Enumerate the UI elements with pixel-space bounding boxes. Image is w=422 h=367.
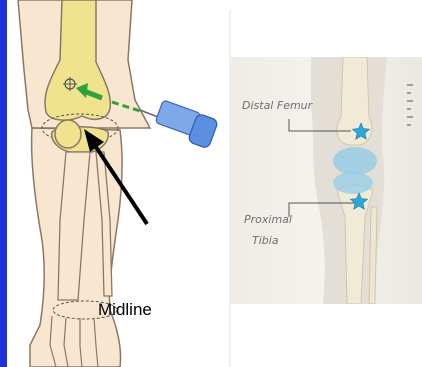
fibula-render: [369, 207, 377, 304]
ruler-scale: [407, 85, 413, 125]
distal-femur-label: Distal Femur: [242, 99, 312, 112]
anatomy-photo-panel: [231, 57, 422, 304]
proximal-tibia-label-line2: Tibia: [252, 234, 279, 247]
patella: [55, 120, 81, 148]
cartilage-upper: [333, 147, 377, 175]
proximal-tibia-label-line1: Proximal: [244, 213, 292, 226]
knee-anatomy-render: [231, 57, 422, 304]
midline-label: Midline: [98, 300, 152, 320]
syringe-icon: [140, 100, 218, 149]
cartilage-lower: [333, 172, 373, 194]
